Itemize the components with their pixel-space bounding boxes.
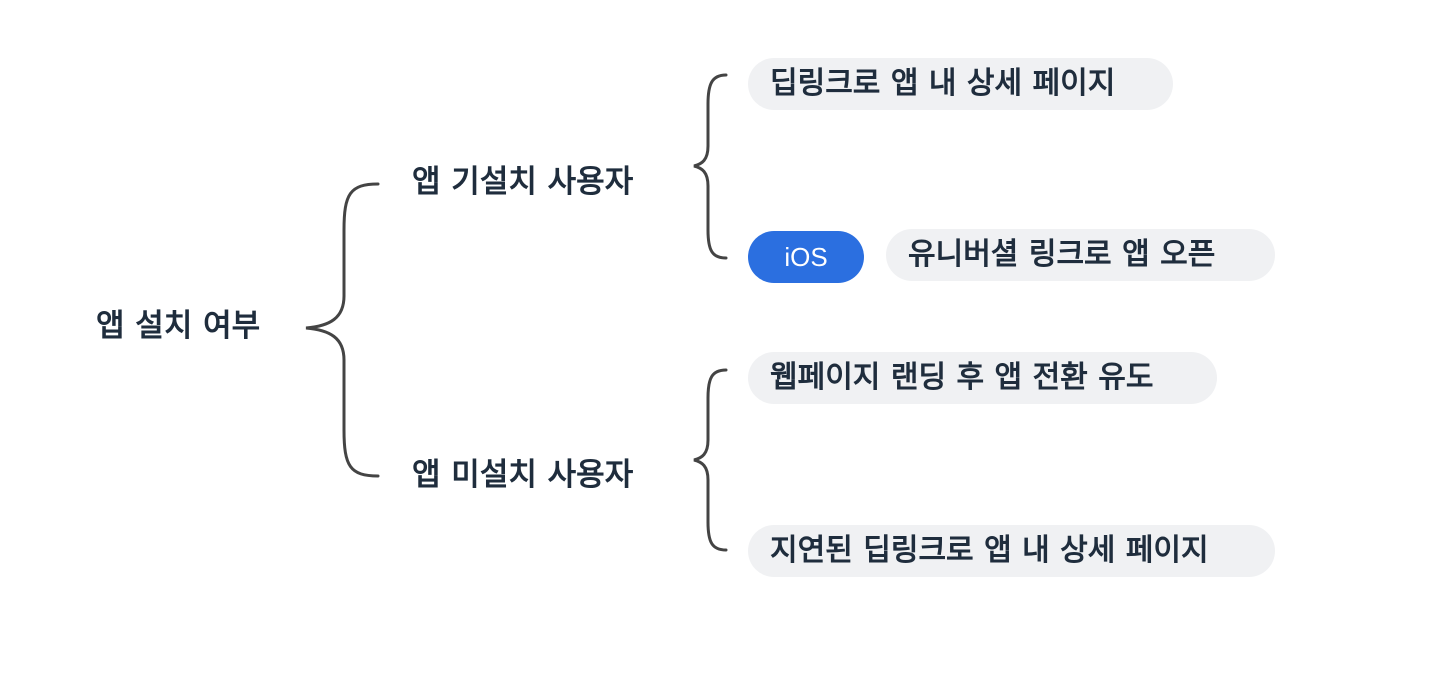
leaf-deferred-deeplink: 지연된 딥링크로 앱 내 상세 페이지 [748, 525, 1275, 577]
not-installed-brace [693, 368, 728, 552]
ios-tag: iOS [748, 231, 864, 283]
root-brace [305, 182, 380, 478]
leaf-universal-link: 유니버셜 링크로 앱 오픈 [886, 229, 1275, 281]
branch-installed-users: 앱 기설치 사용자 [412, 164, 634, 200]
leaf-deeplink-detail: 딥링크로 앱 내 상세 페이지 [748, 58, 1173, 110]
branch-not-installed-users: 앱 미설치 사용자 [412, 457, 634, 493]
root-node: 앱 설치 여부 [96, 308, 261, 344]
installed-brace [693, 73, 728, 260]
leaf-web-landing: 웹페이지 랜딩 후 앱 전환 유도 [748, 352, 1217, 404]
